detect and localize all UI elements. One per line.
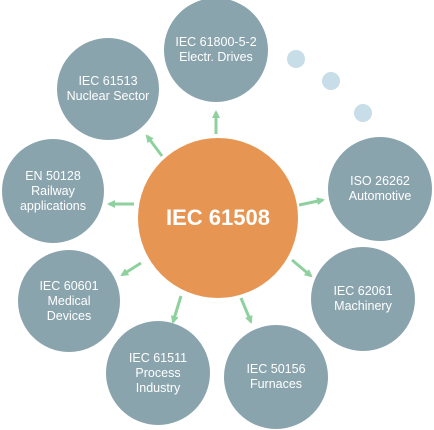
node-furnaces: IEC 50156 Furnaces (224, 325, 328, 429)
node-process: IEC 61511 Process Industry (106, 321, 210, 425)
node-machinery: IEC 62061 Machinery (311, 247, 415, 351)
decorative-dot (322, 72, 340, 90)
center-node: IEC 61508 (138, 138, 298, 298)
node-railway: EN 50128 Railway applications (2, 139, 104, 243)
arrow-to-automotive (298, 197, 325, 207)
node-label: ISO 26262 Automotive (348, 174, 412, 203)
arrow-to-process (170, 295, 183, 324)
node-label: IEC 61800-5-2 Electr. Drives (175, 35, 257, 64)
decorative-dot (354, 104, 372, 122)
arrow-to-nuclear (145, 134, 164, 157)
node-label: IEC 60601 Medical Devices (39, 278, 99, 323)
node-label: IEC 61513 Nuclear Sector (66, 74, 150, 103)
arrow-to-machinery (291, 258, 313, 278)
node-medical: IEC 60601 Medical Devices (18, 250, 120, 352)
node-electr-drives: IEC 61800-5-2 Electr. Drives (164, 0, 268, 102)
arrow-to-medical (120, 261, 142, 277)
node-label: IEC 50156 Furnaces (246, 362, 306, 391)
node-label: EN 50128 Railway applications (19, 168, 86, 213)
node-nuclear: IEC 61513 Nuclear Sector (57, 38, 159, 140)
center-label: IEC 61508 (166, 205, 270, 230)
node-label: IEC 61511 Process Industry (128, 350, 188, 395)
decorative-dot (287, 50, 305, 68)
arrow-to-furnaces (239, 297, 253, 324)
node-automotive: ISO 26262 Automotive (328, 137, 432, 241)
node-label: IEC 62061 Machinery (333, 284, 393, 313)
